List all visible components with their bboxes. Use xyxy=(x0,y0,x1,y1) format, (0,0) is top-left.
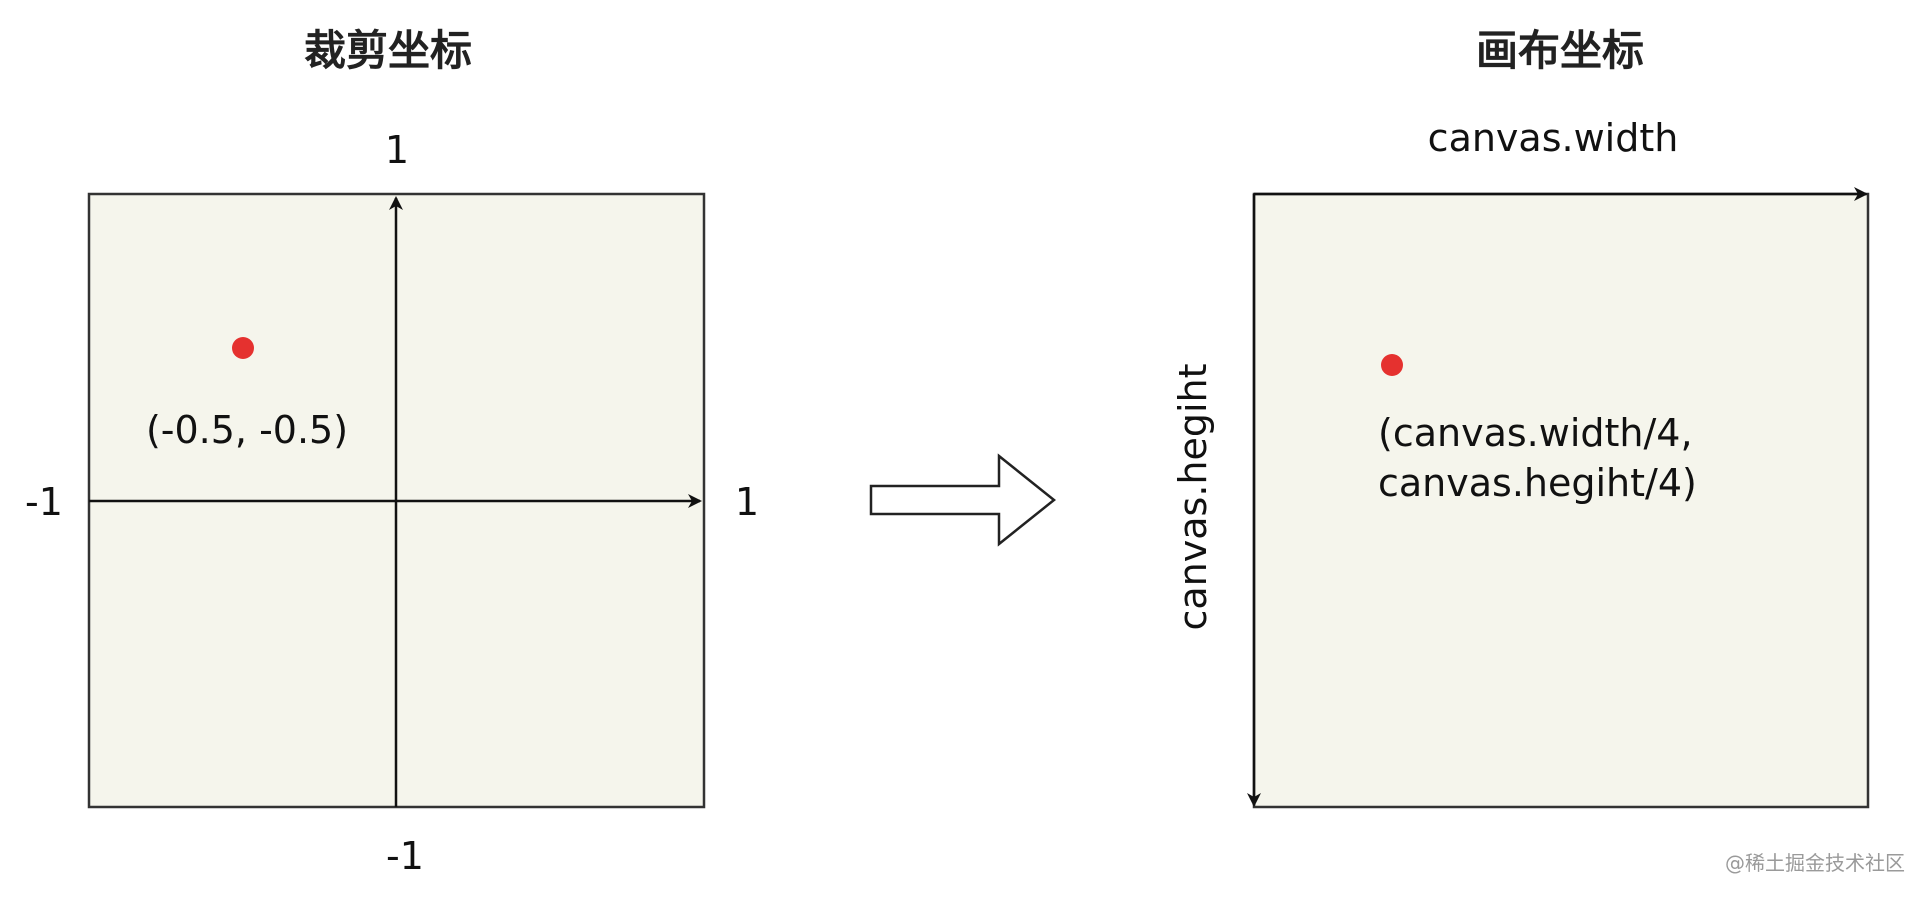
canvas-coordinates-title: 画布坐标 xyxy=(1476,26,1644,75)
clip-point-label: (-0.5, -0.5) xyxy=(146,408,348,452)
watermark: @稀土掘金技术社区 xyxy=(1725,851,1905,875)
clip-y-top-label: 1 xyxy=(385,128,409,172)
canvas-space-square xyxy=(1252,192,1870,809)
clip-y-bottom-label: -1 xyxy=(386,834,424,878)
canvas-point-label-line2: canvas.hegiht/4) xyxy=(1378,461,1697,505)
clip-x-left-label: -1 xyxy=(25,480,63,524)
clip-x-right-label: 1 xyxy=(735,480,759,524)
clip-coordinates-title: 裁剪坐标 xyxy=(304,26,472,75)
right-hollow-arrow-icon xyxy=(869,453,1057,547)
canvas-width-label: canvas.width xyxy=(1428,116,1679,160)
canvas-height-label: canvas.hegiht xyxy=(1171,363,1215,630)
canvas-coordinates-panel: 画布坐标 canvas.width canvas.hegiht (canvas.… xyxy=(1171,26,1870,809)
clip-point-marker xyxy=(232,337,254,359)
clip-coordinates-panel: 裁剪坐标 1 -1 -1 1 (-0.5, -0.5) xyxy=(25,26,759,878)
canvas-point-marker xyxy=(1381,354,1403,376)
canvas-point-label-line1: (canvas.width/4, xyxy=(1378,411,1693,455)
